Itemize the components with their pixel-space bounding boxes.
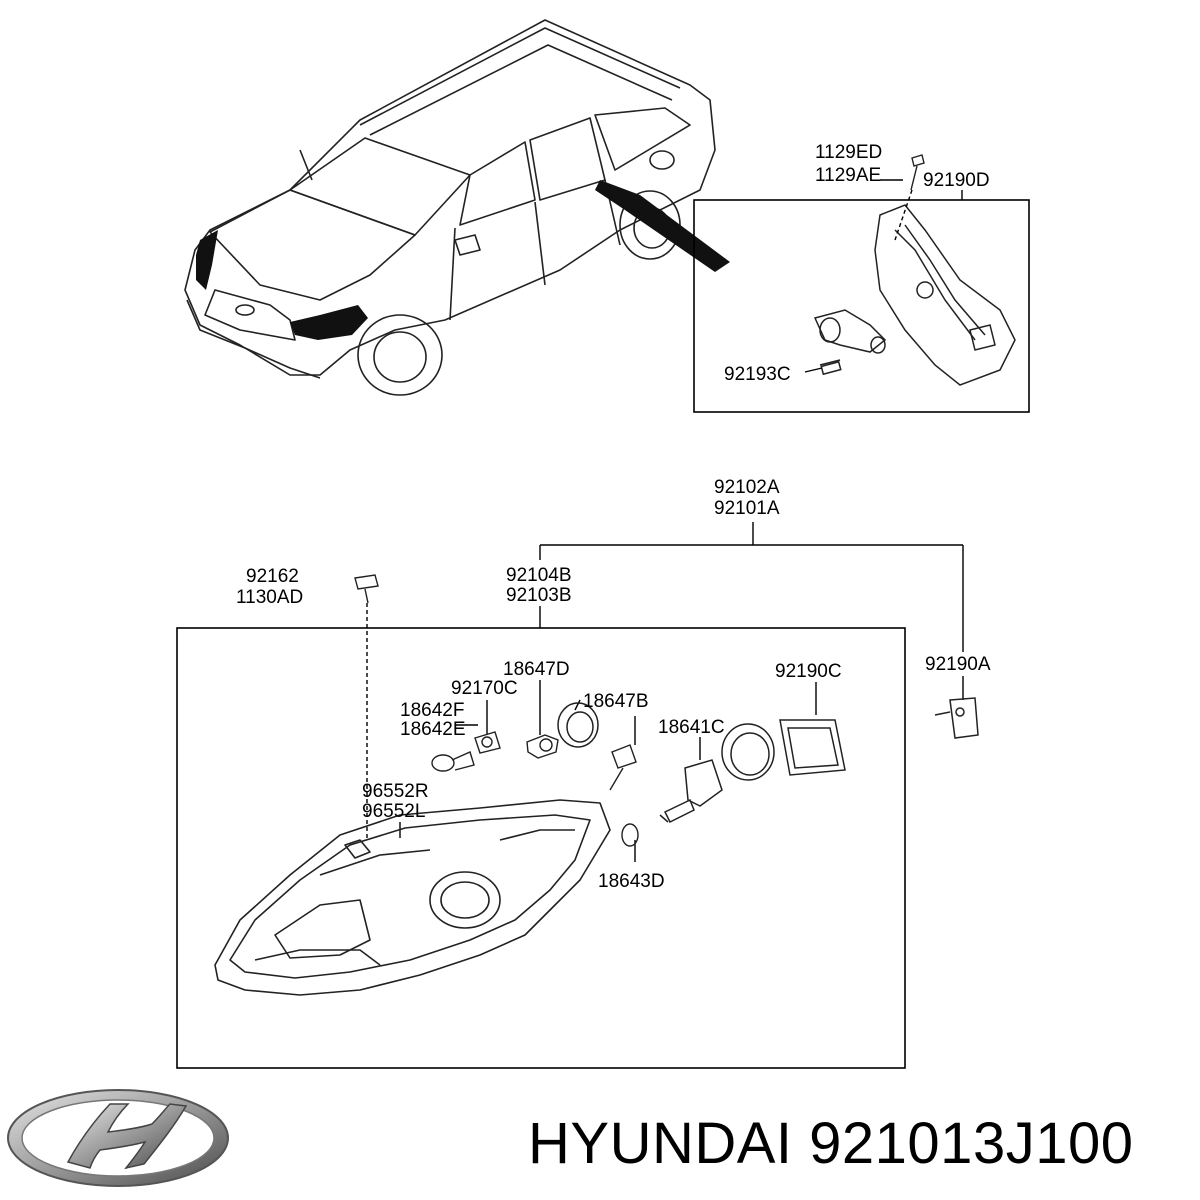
bulb-18647B-icon	[609, 744, 637, 791]
label-96552R: 96552R	[362, 781, 429, 802]
leveling-bracket	[874, 204, 1016, 386]
upper-leader-lines	[804, 179, 963, 373]
part-number: 921013J100	[809, 1111, 1134, 1176]
label-92101A: 92101A	[714, 498, 780, 519]
footer-brand-part-number: HYUNDAI 921013J100	[528, 1112, 1133, 1176]
label-18642E: 18642E	[400, 719, 466, 740]
headlamp-housing	[214, 799, 611, 996]
hid-bulb-18641C-icon	[659, 759, 723, 824]
label-1129ED: 1129ED	[815, 142, 882, 163]
ring-18647B-icon	[557, 702, 599, 748]
hyundai-logo-icon	[7, 1089, 229, 1187]
leveling-actuator	[813, 309, 887, 376]
bolt-92162-icon	[354, 574, 379, 604]
bulb-18643D-icon	[621, 823, 639, 847]
headlight-left-highlight	[196, 230, 218, 290]
screw-1129ED-icon	[910, 154, 925, 191]
label-92104B: 92104B	[506, 565, 572, 586]
label-18647D: 18647D	[503, 659, 570, 680]
car-illustration	[184, 19, 716, 396]
cover-92190C-icon	[779, 719, 846, 776]
socket-92170C-icon	[474, 731, 501, 754]
label-18642F: 18642F	[400, 700, 464, 721]
headlight-right-highlight	[290, 305, 368, 340]
label-92193C: 92193C	[724, 364, 791, 385]
label-92170C: 92170C	[451, 678, 518, 699]
label-92190C: 92190C	[775, 661, 842, 682]
socket-18647D-icon	[526, 734, 559, 759]
label-92102A: 92102A	[714, 477, 780, 498]
label-92190A: 92190A	[925, 654, 991, 675]
label-92103B: 92103B	[506, 585, 572, 606]
label-18641C: 18641C	[658, 717, 725, 738]
label-92162: 92162	[246, 566, 299, 587]
assembly-leader-lines	[366, 522, 964, 862]
motor-92190A-icon	[934, 697, 979, 739]
label-18643D: 18643D	[598, 871, 665, 892]
bulb-18642-icon	[431, 751, 475, 772]
cover-ring-icon	[721, 723, 775, 781]
headlamp-assembly-box	[176, 627, 906, 1069]
brand-name: HYUNDAI	[528, 1111, 793, 1176]
label-1129AE: 1129AE	[815, 165, 881, 186]
leveling-highlight-band	[595, 180, 730, 272]
label-92190D: 92190D	[923, 170, 990, 191]
label-18647B: 18647B	[583, 691, 649, 712]
label-96552L: 96552L	[362, 801, 425, 822]
leveling-detail-box	[693, 199, 1030, 413]
label-1130AD: 1130AD	[236, 587, 303, 608]
